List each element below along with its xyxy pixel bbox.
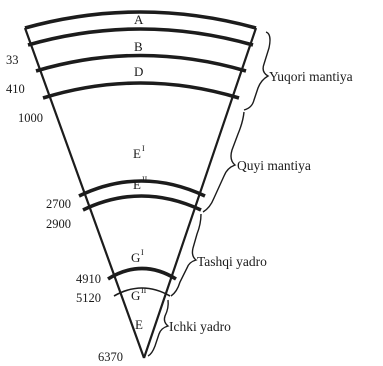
boundary-arc-2900 [82, 194, 202, 212]
brace-lower-mantle [202, 111, 245, 213]
zone-label-inner-core: Ichki yadro [169, 319, 231, 334]
layer-label-g2-sup: II [141, 286, 147, 295]
boundary-arc-33 [27, 27, 254, 47]
layer-label-e1-sup: I [142, 144, 145, 153]
brace-inner-core [147, 299, 170, 357]
boundary-arc-1000 [42, 81, 240, 100]
boundary-arc-2700 [78, 179, 206, 198]
boundary-arc-5120 [113, 287, 171, 297]
brace-upper-mantle [243, 31, 271, 111]
zone-label-lower-mantle: Quyi mantiya [237, 158, 311, 173]
layer-label-d: D [134, 64, 143, 79]
depth-label-2700: 2700 [46, 197, 71, 211]
layer-label-g1: G [131, 250, 140, 265]
layer-label-e1: E [133, 146, 141, 161]
depth-label-5120: 5120 [76, 291, 101, 305]
depth-label-6370: 6370 [98, 350, 123, 364]
depth-label-1000: 1000 [18, 111, 43, 125]
layer-label-e2-sup: II [142, 175, 148, 184]
brace-outer-core [170, 213, 202, 297]
depth-label-2900: 2900 [46, 217, 71, 231]
layer-label-b: B [134, 39, 143, 54]
boundary-arc-410 [35, 53, 247, 73]
depth-label-4910: 4910 [76, 272, 101, 286]
zone-label-outer-core: Tashqi yadro [197, 254, 267, 269]
boundary-arc-4910 [107, 266, 177, 281]
depth-label-33: 33 [6, 53, 19, 67]
zone-label-upper-mantle: Yuqori mantiya [269, 69, 353, 84]
layer-label-g2: G [131, 288, 140, 303]
layer-label-a: A [134, 12, 144, 27]
layer-label-e3: E [135, 317, 143, 332]
layer-label-g1-sup: I [141, 248, 144, 257]
depth-label-410: 410 [6, 82, 25, 96]
surface-arc [24, 10, 257, 30]
layer-label-e2: E [133, 177, 141, 192]
